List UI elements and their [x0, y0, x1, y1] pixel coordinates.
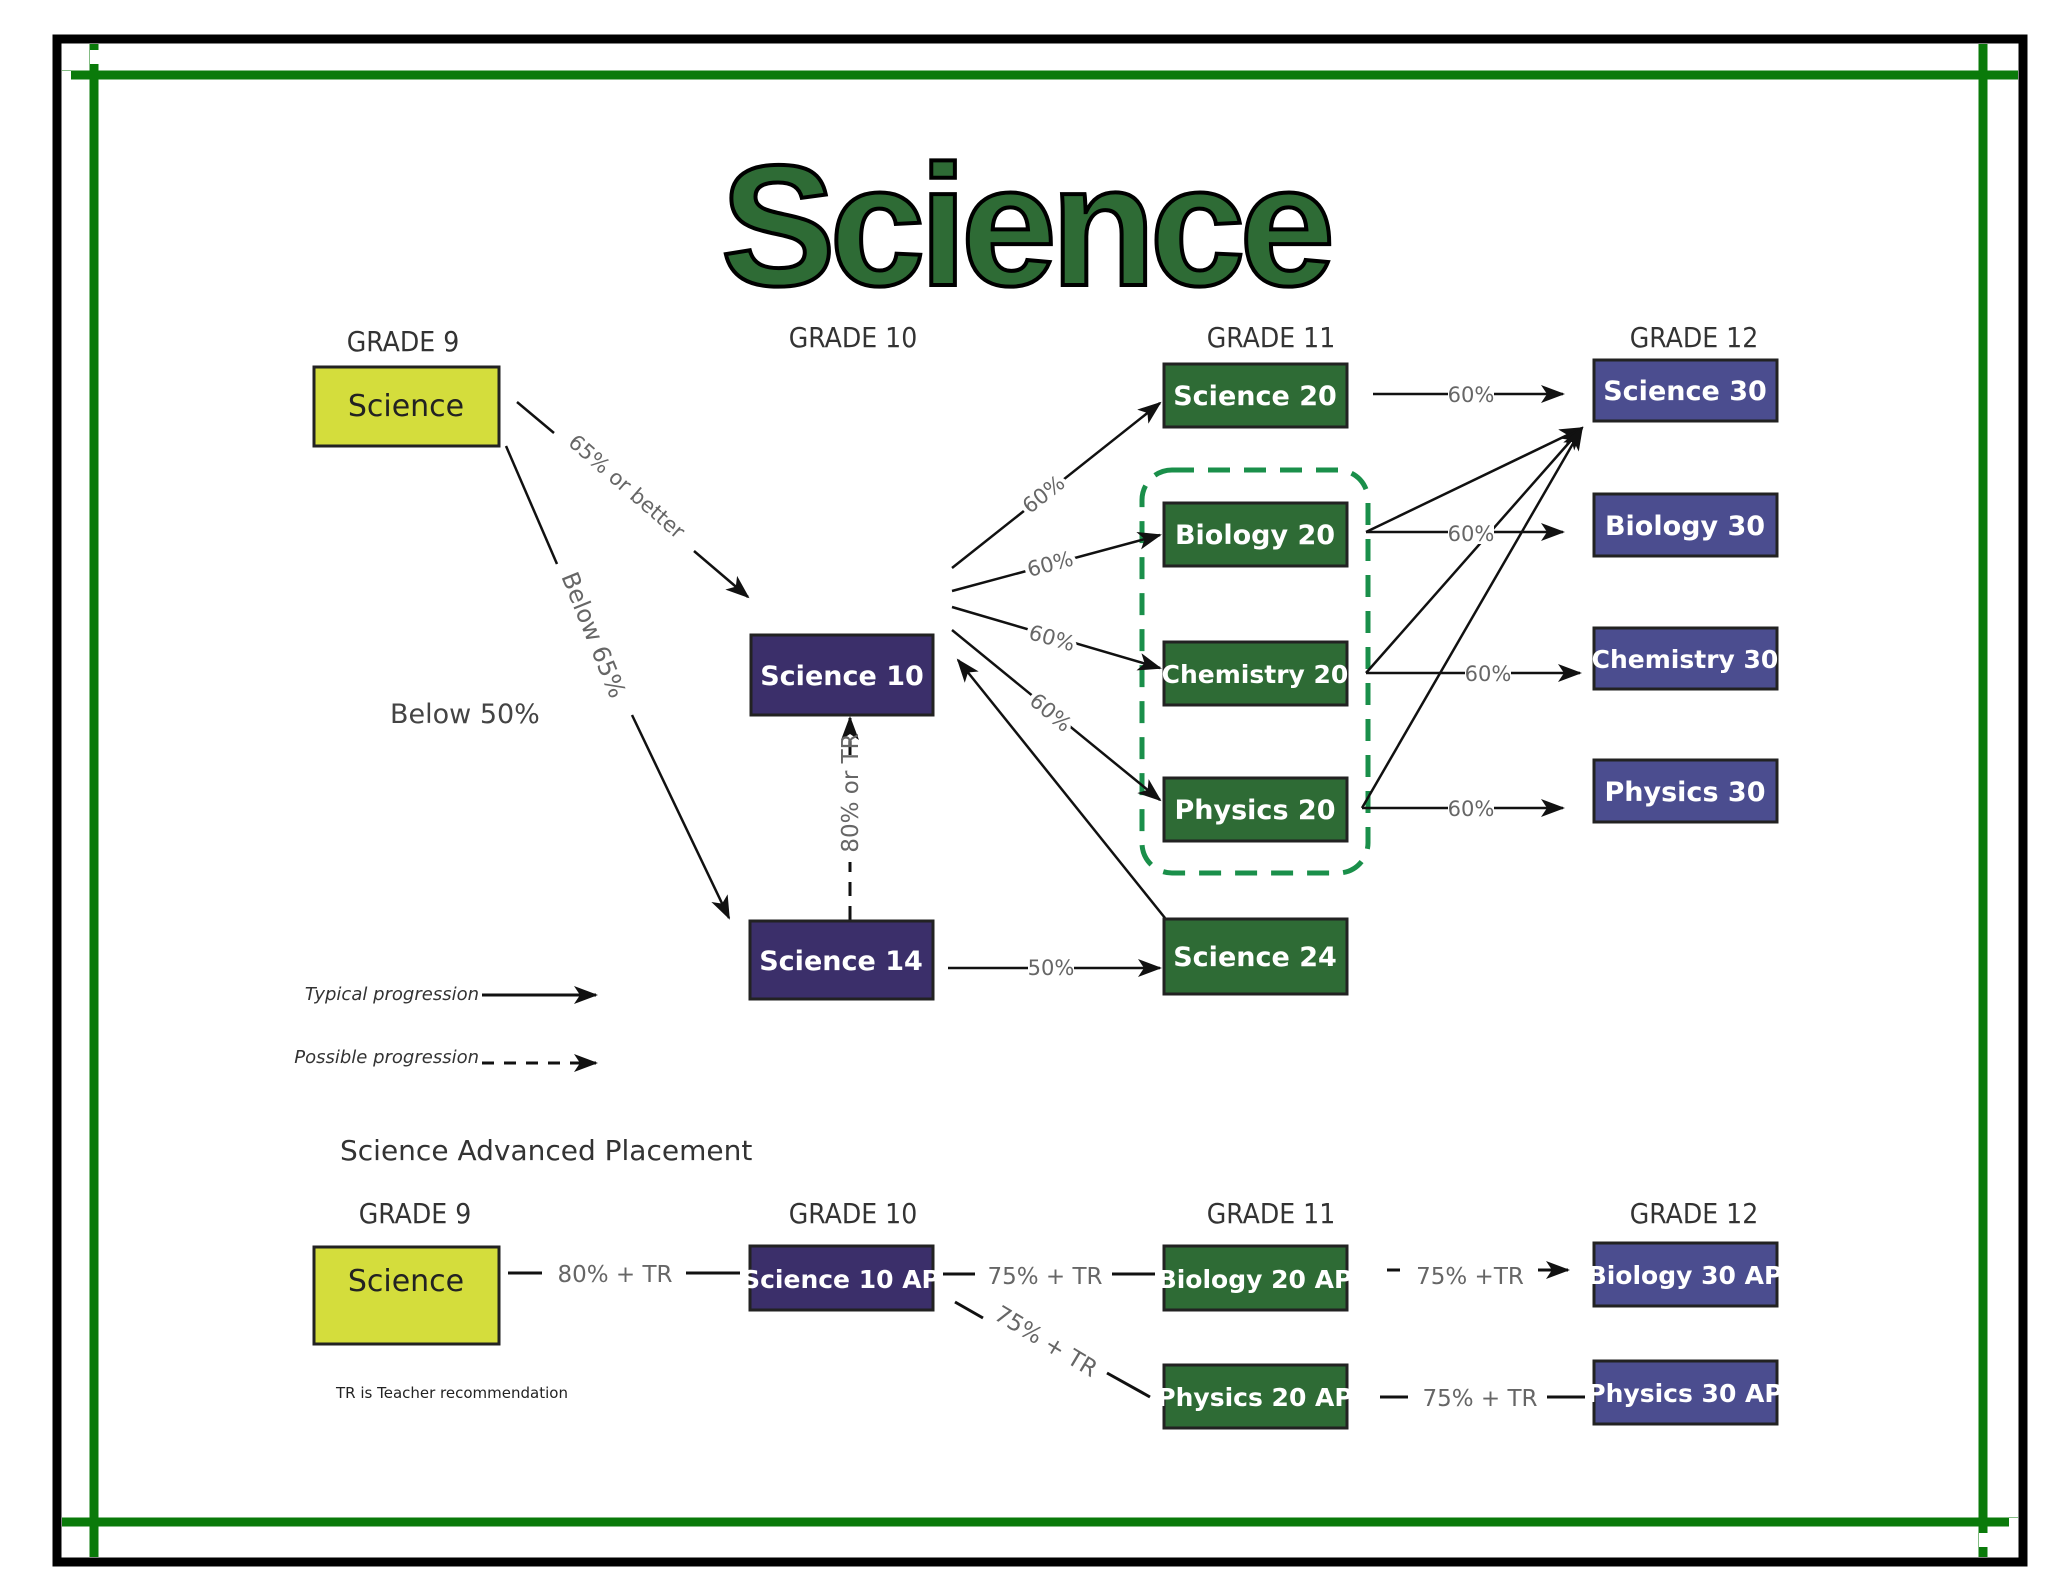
grade11-core-group-outline — [1139, 467, 1371, 876]
page-frame — [52, 34, 2028, 1567]
node-label: Physics 20 AP — [1157, 1383, 1352, 1412]
node-label: Chemistry 30 — [1592, 645, 1779, 674]
node-science14: Science 14 — [748, 919, 935, 1001]
node-chemistry30: Chemistry 30 — [1592, 626, 1779, 691]
ap-grade-header-11: GRADE 11 — [1207, 1197, 1335, 1230]
ap-grade-header-12: GRADE 12 — [1630, 1197, 1758, 1230]
grade-header-9: GRADE 9 — [347, 325, 459, 358]
label-bg — [1448, 796, 1494, 820]
edge-science10-chemistry20 — [951, 605, 1162, 671]
edge-label-bio20-bio30: 60% — [1448, 522, 1495, 546]
node-label: Biology 30 — [1605, 511, 1765, 542]
edge-label-sci10-chem20: 60% — [1026, 620, 1077, 656]
ap-node-physics30ap: Physics 30 AP — [1587, 1359, 1783, 1426]
ap-footnote: TR is Teacher recommendation — [335, 1384, 568, 1402]
corner-gap — [2009, 1518, 2018, 1527]
ap-edge-label-sci10ap-phys20ap: 75% + TR — [990, 1301, 1102, 1383]
grade-header-11: GRADE 11 — [1207, 321, 1335, 354]
outer-black-border — [52, 34, 2028, 1567]
grade-header-10: GRADE 10 — [789, 321, 917, 354]
node-science30: Science 30 — [1592, 358, 1779, 423]
edge-science24-science10 — [956, 658, 1166, 919]
edge-label-80-or-tr: 80% or TR — [838, 733, 864, 852]
ap-node-biology30ap: Biology 30 AP — [1588, 1241, 1783, 1308]
edge-label-sci20-sci30: 60% — [1448, 383, 1495, 407]
edge-science10-biology20 — [951, 532, 1162, 593]
edge-science9-science10 — [693, 550, 750, 599]
grade-header-12: GRADE 12 — [1630, 321, 1758, 354]
ap-node-biology20ap: Biology 20 AP — [1158, 1244, 1353, 1312]
edge-science10-science20 — [951, 401, 1162, 569]
label-bg — [1448, 520, 1494, 544]
node-label: Biology 20 — [1175, 520, 1335, 551]
edge-biology20-science30 — [1365, 426, 1584, 534]
ap-edge-label-sci10ap-bio20ap: 75% + TR — [987, 1264, 1102, 1290]
page-title: Science — [721, 130, 1330, 322]
main-edges: 65% or better Below 65% 80% or TR 60% 60… — [504, 382, 1584, 980]
corner-gap — [62, 71, 71, 80]
node-biology30: Biology 30 — [1592, 492, 1779, 558]
legend-possible-label: Possible progression — [294, 1047, 479, 1068]
ap-edge-label-phys20ap-phys30ap: 75% + TR — [1422, 1386, 1537, 1412]
node-label: Science 20 — [1173, 381, 1337, 412]
edge-chemistry20-science30 — [1365, 426, 1584, 674]
legend: Typical progression Possible progression — [294, 984, 598, 1072]
node-science10: Science 10 — [749, 633, 935, 717]
ap-edge-sci10ap-phys20ap-seg1 — [954, 1300, 984, 1320]
edge-science10-physics20 — [951, 629, 1162, 802]
node-label: Chemistry 20 — [1162, 660, 1349, 689]
ap-edge-label-80-tr: 80% + TR — [557, 1262, 672, 1288]
note-below-50: Below 50% — [390, 699, 540, 730]
ap-grade-header-9: GRADE 9 — [359, 1197, 471, 1230]
node-biology20: Biology 20 — [1162, 501, 1349, 568]
edge-science9-science14 — [630, 714, 731, 920]
edge-physics20-science30 — [1360, 426, 1584, 809]
label-bg — [1465, 661, 1511, 685]
edge-label-below-65: Below 65% — [555, 568, 631, 702]
node-science-grade9: Science — [312, 365, 501, 448]
node-label: Physics 20 — [1175, 795, 1336, 826]
node-science20: Science 20 — [1162, 362, 1349, 429]
node-label: Physics 30 — [1605, 777, 1766, 808]
node-label: Science — [348, 389, 464, 424]
node-physics30: Physics 30 — [1592, 758, 1779, 824]
ap-edge-sci10ap-phys20ap-seg2 — [1106, 1371, 1151, 1399]
node-label: Science — [348, 1264, 464, 1299]
edge-label-65-or-better: 65% or better — [564, 430, 690, 544]
node-science24: Science 24 — [1162, 917, 1349, 996]
node-label: Science 10 AP — [742, 1265, 940, 1294]
ap-grade-header-10: GRADE 10 — [789, 1197, 917, 1230]
legend-typical-label: Typical progression — [305, 984, 479, 1005]
corner-gap — [90, 50, 99, 64]
ap-edge-label-bio20ap-bio30ap: 75% +TR — [1416, 1264, 1524, 1290]
node-label: Biology 30 AP — [1588, 1261, 1783, 1290]
ap-edges: 80% + TR 75% + TR 75% + TR 75% +TR 75% +… — [508, 1261, 1585, 1412]
node-label: Biology 20 AP — [1158, 1265, 1353, 1294]
edge-science9-science14-seg1 — [504, 445, 559, 565]
main-grade-headers: GRADE 9 GRADE 10 GRADE 11 GRADE 12 — [347, 321, 1758, 358]
ap-node-physics20ap: Physics 20 AP — [1157, 1363, 1353, 1430]
edge-science9-science10-seg1 — [516, 401, 555, 434]
node-physics20: Physics 20 — [1162, 776, 1349, 843]
label-bg — [1028, 955, 1074, 979]
node-chemistry20: Chemistry 20 — [1162, 640, 1349, 707]
node-label: Science 14 — [759, 946, 923, 977]
corner-gap — [1979, 1533, 1988, 1547]
node-label: Science 24 — [1173, 942, 1337, 973]
ap-node-science-grade9: Science — [312, 1245, 501, 1346]
label-bg — [1448, 382, 1494, 406]
node-label: Physics 30 AP — [1587, 1379, 1782, 1408]
edge-label-phys20-phys30: 60% — [1448, 797, 1495, 821]
ap-grade-headers: GRADE 9 GRADE 10 GRADE 11 GRADE 12 — [359, 1197, 1758, 1230]
edge-label-sci14-sci24: 50% — [1028, 956, 1075, 980]
ap-section-title: Science Advanced Placement — [340, 1134, 752, 1167]
edge-label-sci10-bio20: 60% — [1025, 547, 1076, 582]
main-nodes: Science Science 10 Science 14 Science 20… — [312, 358, 1779, 1001]
node-label: Science 10 — [760, 661, 924, 692]
ap-node-science10ap: Science 10 AP — [742, 1244, 940, 1312]
edge-label-chem20-chem30: 60% — [1465, 662, 1512, 686]
ap-nodes: Science Science 10 AP Biology 20 AP Phys… — [312, 1241, 1783, 1430]
node-label: Science 30 — [1603, 376, 1767, 407]
